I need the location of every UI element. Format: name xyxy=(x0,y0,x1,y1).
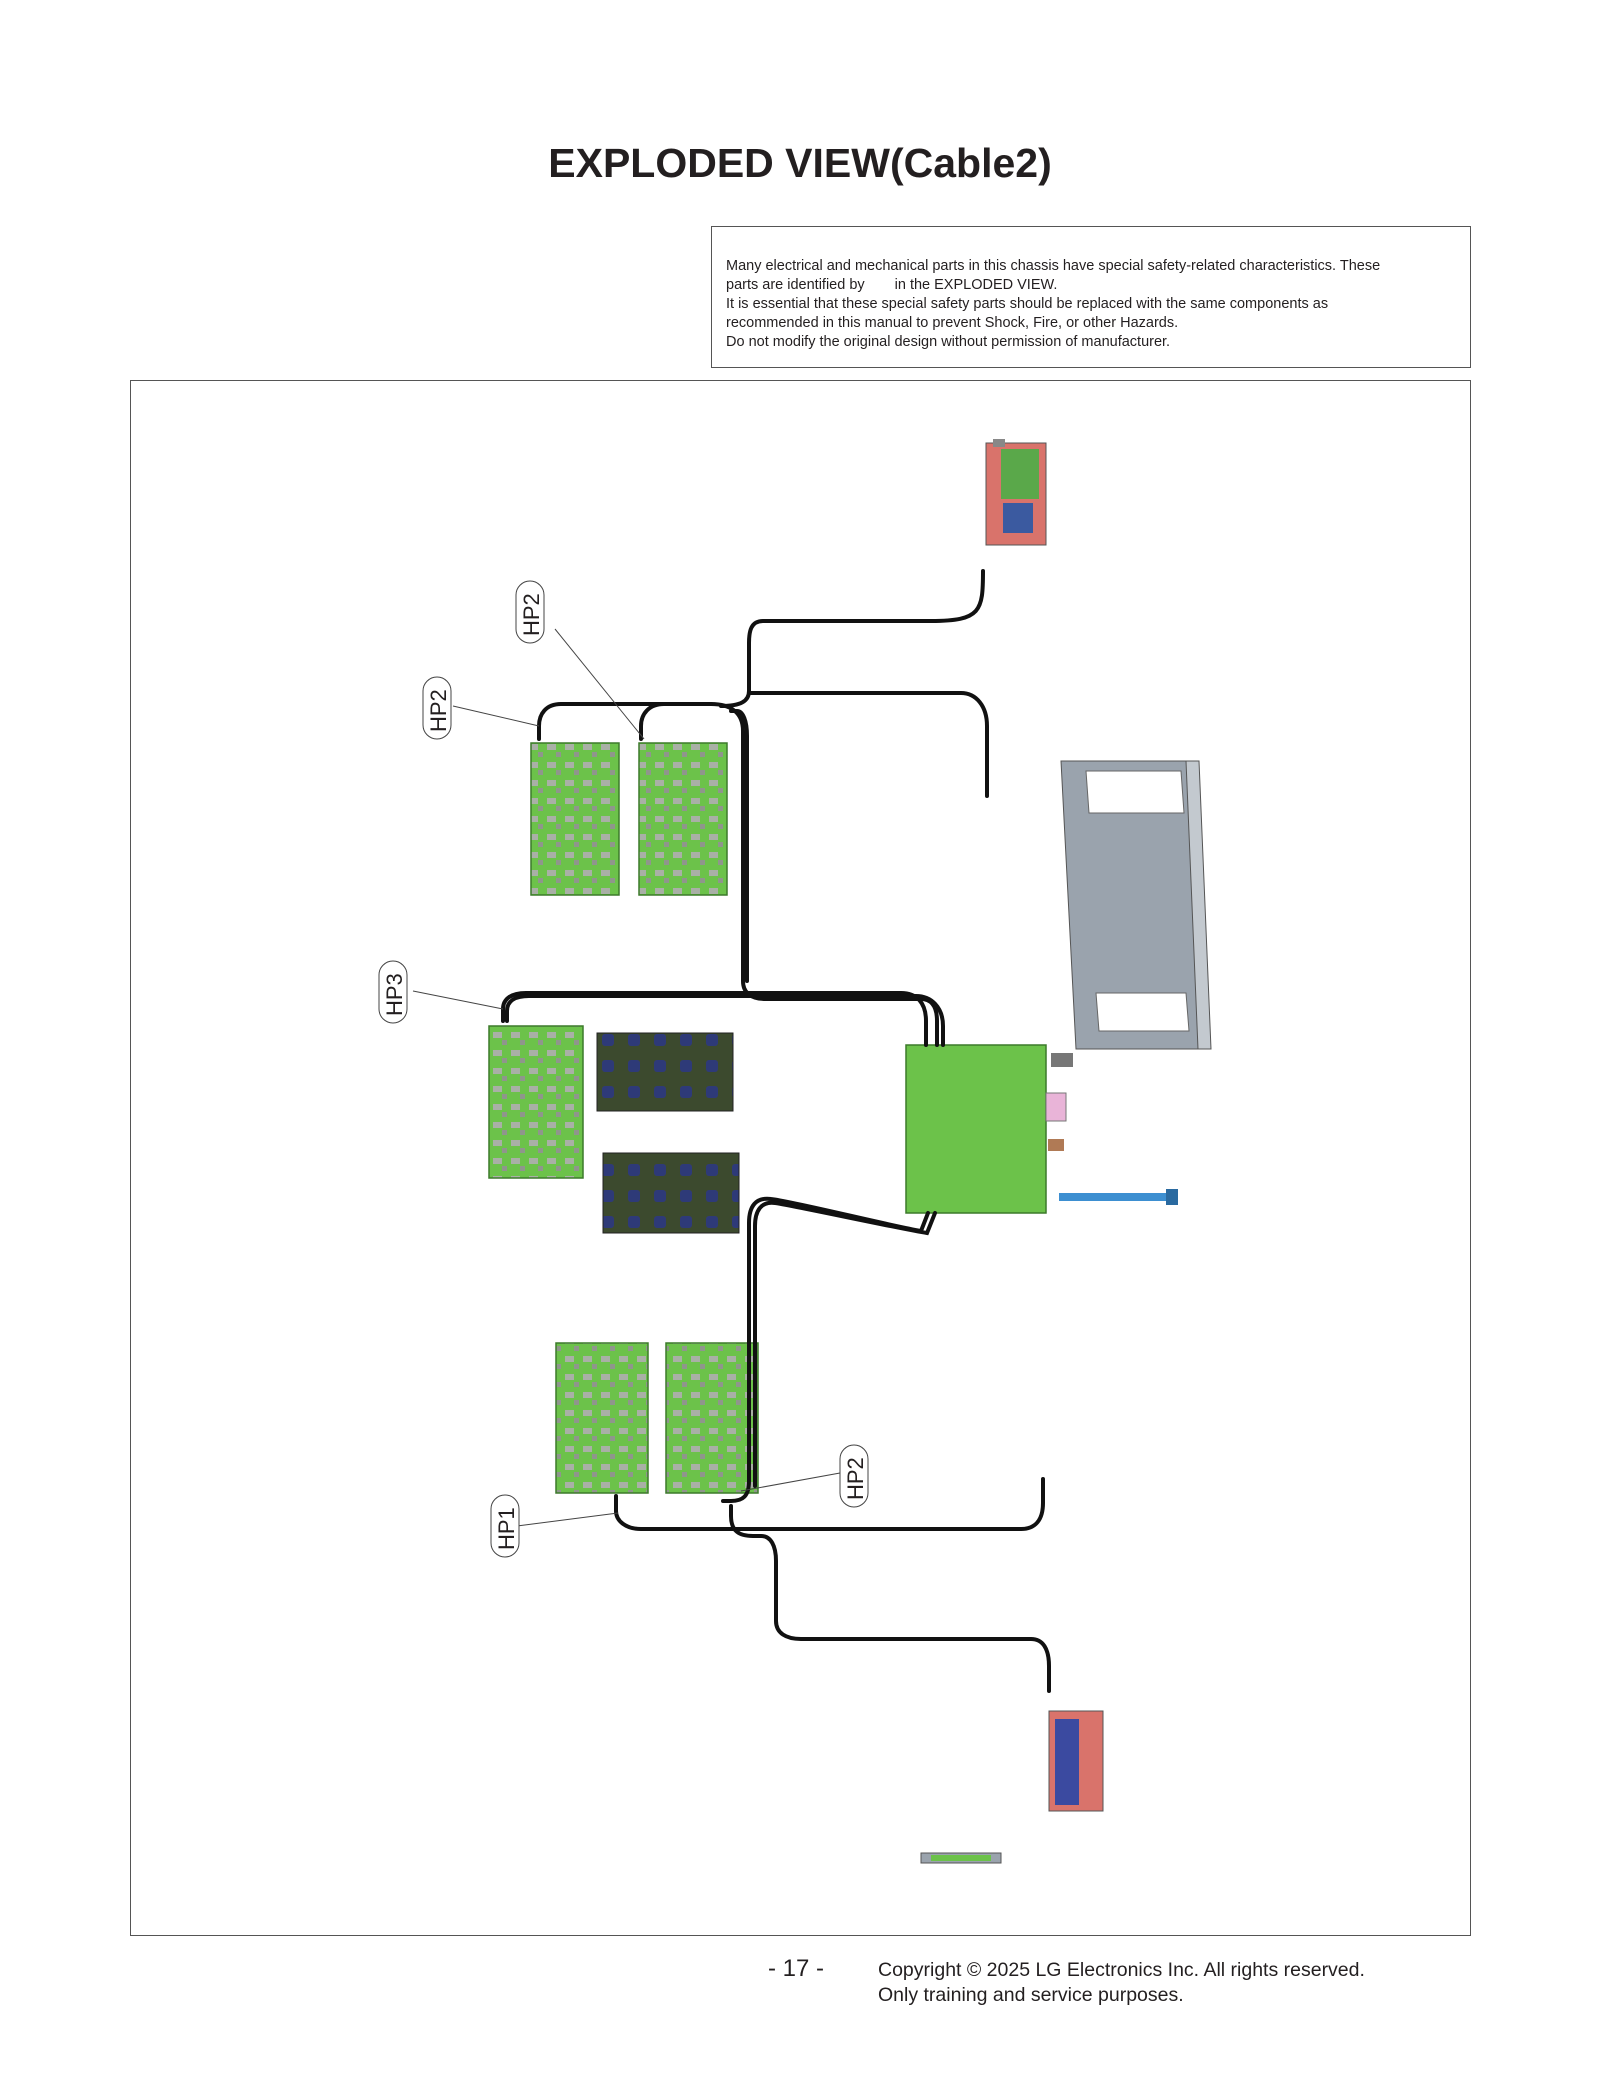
bottom-connector-module xyxy=(1048,1710,1104,1812)
board-hp1 xyxy=(555,1342,649,1494)
board-hp2-lower xyxy=(665,1342,759,1494)
board-hp3 xyxy=(488,1025,584,1179)
exploded-view-diagram: HP2 HP2 HP3 HP1 HP2 xyxy=(130,380,1471,1936)
callout-hp3: HP3 xyxy=(378,960,408,1024)
safety-notice: Many electrical and mechanical parts in … xyxy=(711,226,1471,368)
callout-hp3-label: HP3 xyxy=(382,973,407,1016)
board-hp2-left xyxy=(530,742,620,896)
callout-hp1: HP1 xyxy=(490,1494,520,1558)
page-number: - 17 - xyxy=(768,1955,825,1982)
notice-line-4: recommended in this manual to prevent Sh… xyxy=(726,315,1179,331)
callout-hp2-left-label: HP2 xyxy=(426,689,451,732)
notice-line-2-after: in the EXPLODED VIEW. xyxy=(894,277,1058,293)
callout-hp1-label: HP1 xyxy=(494,1507,519,1550)
callout-hp2-top-label: HP2 xyxy=(519,593,544,636)
callout-hp2-left: HP2 xyxy=(422,676,452,740)
chassis-frame xyxy=(1060,760,1212,1050)
dark-board-lower xyxy=(602,1152,740,1234)
exploded-view-drawing: HP2 HP2 HP3 HP1 HP2 xyxy=(378,439,1212,1864)
main-board xyxy=(905,1044,1178,1214)
page-title: EXPLODED VIEW(Cable2) xyxy=(548,140,1052,186)
copyright-line-2: Only training and service purposes. xyxy=(878,1984,1184,2006)
callout-hp2-top: HP2 xyxy=(515,580,545,644)
notice-line-3: It is essential that these special safet… xyxy=(726,296,1329,312)
board-hp2-right xyxy=(638,742,728,896)
top-connector-module xyxy=(985,439,1047,546)
small-bar-board xyxy=(920,1852,1002,1864)
dark-board-upper xyxy=(596,1032,734,1112)
copyright-line-1: Copyright © 2025 LG Electronics Inc. All… xyxy=(878,1959,1365,1981)
notice-line-2: parts are identified by in the EXPLODED V… xyxy=(726,276,1456,295)
cables xyxy=(501,569,1051,1693)
callout-hp2-bottom: HP2 xyxy=(839,1444,869,1508)
notice-line-2-before: parts are identified by xyxy=(726,277,865,293)
notice-line-1: Many electrical and mechanical parts in … xyxy=(726,258,1381,274)
leader-lines xyxy=(412,628,852,1527)
copyright-block: Copyright © 2025 LG Electronics Inc. All… xyxy=(878,1958,1365,2008)
callout-hp2-bottom-label: HP2 xyxy=(843,1457,868,1500)
notice-line-5: Do not modify the original design withou… xyxy=(726,334,1171,350)
